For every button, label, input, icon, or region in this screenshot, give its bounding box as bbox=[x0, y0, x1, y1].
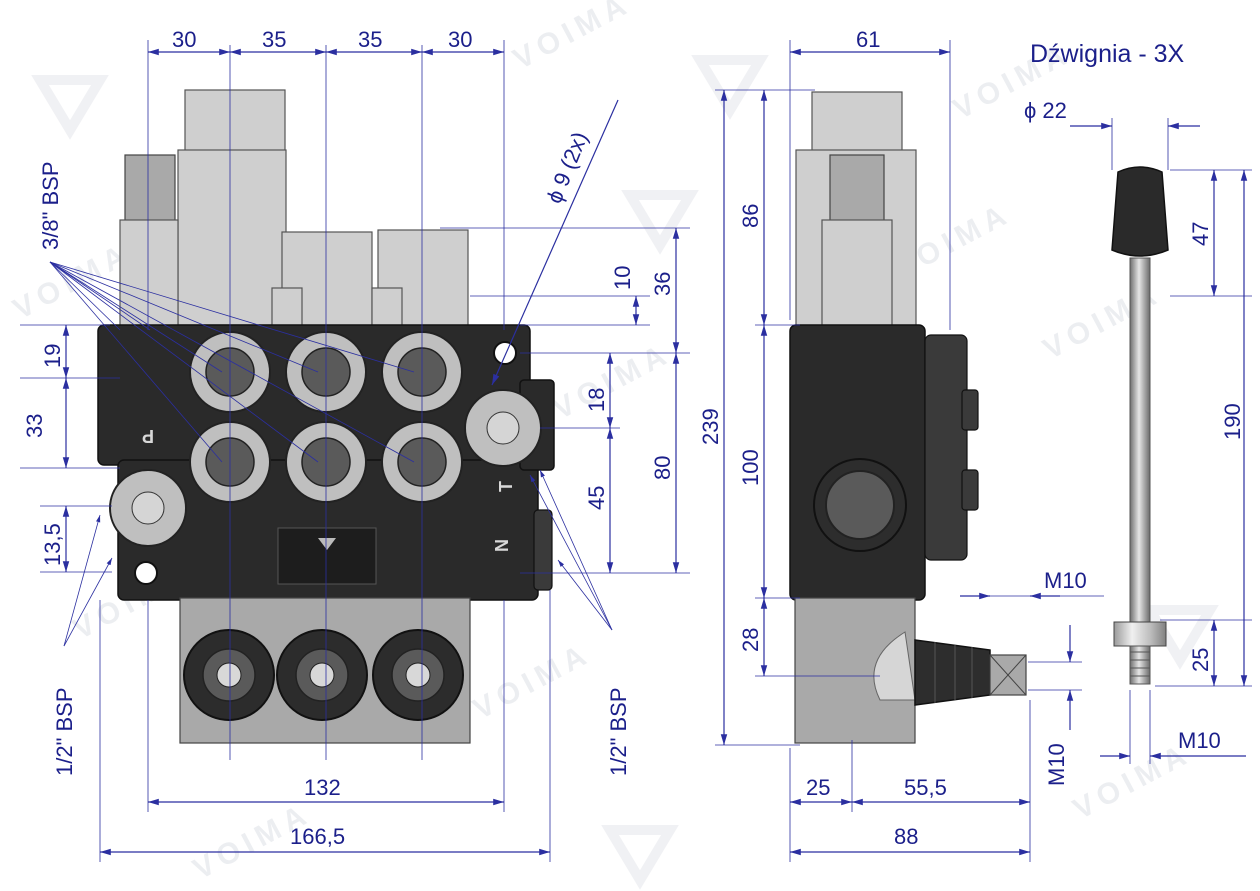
lever-length-190: 190 bbox=[1220, 403, 1245, 440]
port-mark-n: N bbox=[492, 539, 512, 552]
watermark-logo-icon bbox=[601, 825, 679, 890]
lever-nut bbox=[1113, 621, 1167, 647]
dim-side-top-61: 61 bbox=[856, 27, 880, 52]
logo-icon bbox=[318, 538, 336, 550]
hole-diameter-label: ϕ 9 (2x) bbox=[541, 128, 592, 207]
lever-dimensions: ϕ 22 47 190 25 M10 bbox=[1024, 98, 1252, 764]
lower-port bbox=[276, 629, 368, 721]
dim-side-239: 239 bbox=[698, 408, 723, 445]
dim-left-33: 33 bbox=[22, 414, 47, 438]
dim-side-100: 100 bbox=[738, 449, 763, 486]
thread-top-m10: M10 bbox=[1044, 568, 1087, 593]
lever-knob bbox=[1111, 166, 1169, 257]
dim-right-80: 80 bbox=[650, 456, 675, 480]
dim-right-36: 36 bbox=[650, 272, 675, 296]
front-view-valve: P T N bbox=[97, 45, 555, 760]
lever-thread-m10: M10 bbox=[1178, 728, 1221, 753]
dim-side-88: 88 bbox=[894, 824, 918, 849]
watermark-text: VOIMA bbox=[508, 0, 637, 76]
port-label-3-8-bsp: 3/8" BSP bbox=[38, 161, 63, 250]
dim-top-2: 35 bbox=[262, 27, 286, 52]
dim-width-166-5: 166,5 bbox=[290, 824, 345, 849]
dim-side-28: 28 bbox=[738, 628, 763, 652]
lever-diameter: ϕ 22 bbox=[1024, 98, 1067, 123]
watermark-logo-icon bbox=[691, 55, 769, 120]
dim-right-18: 18 bbox=[584, 388, 609, 412]
port-mark-p: P bbox=[142, 426, 154, 446]
lever-knob-47: 47 bbox=[1188, 222, 1213, 246]
relief-valve-housing bbox=[177, 149, 287, 326]
lower-port bbox=[183, 629, 275, 721]
rubber-boot bbox=[914, 639, 991, 706]
lever-thread-25: 25 bbox=[1188, 648, 1213, 672]
mounting-hole bbox=[134, 561, 158, 585]
dim-top-1: 30 bbox=[172, 27, 196, 52]
watermark-logo-icon bbox=[621, 190, 699, 255]
mounting-hole bbox=[493, 341, 517, 365]
nameplate bbox=[277, 527, 377, 585]
drawing-title: Dźwignia - 3X bbox=[1030, 40, 1185, 68]
dim-right-10: 10 bbox=[610, 266, 635, 290]
dim-top-3: 35 bbox=[358, 27, 382, 52]
hex-fitting bbox=[124, 154, 176, 224]
lever-thread bbox=[1129, 645, 1151, 685]
lever-rod bbox=[1129, 257, 1151, 624]
port-mark-t: T bbox=[496, 481, 516, 492]
port-label-right-1-2-bsp: 1/2" BSP bbox=[606, 687, 631, 776]
dim-width-132: 132 bbox=[304, 775, 341, 800]
dim-side-55-5: 55,5 bbox=[904, 775, 947, 800]
dim-left-19: 19 bbox=[40, 344, 65, 368]
dim-left-13-5: 13,5 bbox=[40, 523, 65, 566]
thread-side-m10: M10 bbox=[1044, 743, 1069, 786]
watermark-text: VOIMA bbox=[8, 237, 137, 326]
lever-view: Dźwignia - 3X bbox=[1030, 40, 1185, 685]
dim-side-25: 25 bbox=[806, 775, 830, 800]
watermark-logo-icon bbox=[31, 75, 109, 140]
dim-side-86: 86 bbox=[738, 204, 763, 228]
dim-right-45: 45 bbox=[584, 486, 609, 510]
side-view-valve bbox=[789, 91, 1027, 744]
watermark-text: VOIMA bbox=[468, 637, 597, 726]
watermark-text: VOIMA bbox=[548, 337, 677, 426]
dim-top-4: 30 bbox=[448, 27, 472, 52]
port-label-left-1-2-bsp: 1/2" BSP bbox=[52, 687, 77, 776]
lower-port bbox=[372, 629, 464, 721]
side-dimensions: 61 239 86 100 28 25 55,5 88 M10 M10 bbox=[698, 27, 1104, 862]
